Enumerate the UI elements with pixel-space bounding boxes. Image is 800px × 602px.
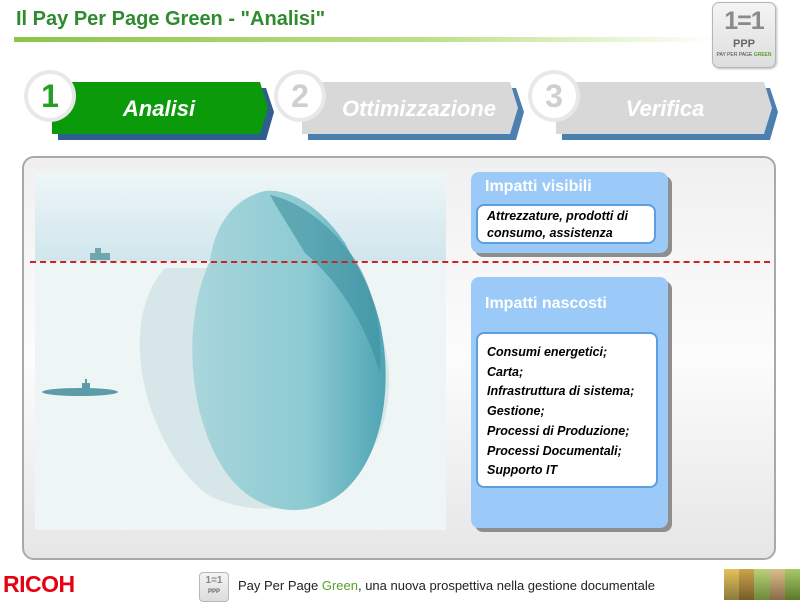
- step-label: Verifica: [625, 96, 705, 121]
- logo-one-equals-one: 1=1: [724, 7, 764, 35]
- ppp-green-logo: 1=1 PPP PAY PER PAGE GREEN: [712, 2, 776, 68]
- hidden-impact-item: Supporto IT: [487, 463, 558, 478]
- tagline-part-b: , una nuova prospettiva nella gestione d…: [357, 578, 656, 593]
- page-title: Il Pay Per Page Green - "Analisi": [16, 8, 326, 30]
- hidden-impact-item: Processi Documentali;: [487, 443, 622, 458]
- iceberg-shading: [270, 195, 381, 373]
- title-underline: [14, 37, 714, 42]
- hidden-impact-item: Consumi energetici;: [487, 345, 608, 359]
- logo-subtitle: PAY PER PAGE GREEN: [713, 52, 775, 58]
- hidden-impact-item: Infrastruttura di sistema;: [487, 384, 635, 399]
- visible-impacts-list: Attrezzature, prodotti di consumo, assis…: [476, 204, 656, 244]
- step-arrow-shape: [52, 82, 274, 140]
- hidden-impact-item: Carta;: [487, 364, 524, 379]
- step-label: Ottimizzazione: [341, 96, 496, 121]
- step-verifica[interactable]: 3 Verifica: [532, 74, 778, 140]
- logo-subtitle-a: PAY PER PAGE: [716, 52, 753, 58]
- waterline-divider: [30, 261, 770, 263]
- mini-logo-mark: 1=1: [205, 575, 223, 586]
- logo-subtitle-green: GREEN: [753, 52, 772, 58]
- step-arrow-shape: [556, 82, 778, 140]
- step-number: 3: [532, 74, 576, 118]
- visible-impact-line: Attrezzature, prodotti di: [487, 209, 628, 223]
- hidden-impact-item: Gestione;: [487, 404, 545, 419]
- logo-ppp-text: PPP: [732, 38, 755, 50]
- iceberg-illustration: [35, 173, 446, 530]
- step-ottimizzazione[interactable]: 2 Ottimizzazione: [278, 74, 524, 140]
- visible-impacts-title: Impatti visibili: [485, 178, 592, 195]
- hidden-impacts-list: Consumi energetici; Carta; Infrastruttur…: [476, 332, 658, 488]
- ricoh-logo: RICOH: [3, 571, 75, 597]
- hidden-impacts-box: Impatti nascosti Consumi energetici; Car…: [471, 277, 668, 528]
- step-number: 1: [28, 74, 72, 118]
- footer-photo-strip: [724, 569, 800, 600]
- ship-icon: [90, 248, 110, 260]
- step-arrow-shape: [302, 82, 524, 140]
- tagline-green: Green: [321, 578, 358, 593]
- step-analisi[interactable]: 1 Analisi: [28, 74, 274, 140]
- visible-impacts-box: Impatti visibili Attrezzature, prodotti …: [471, 172, 668, 253]
- step-label: Analisi: [122, 96, 196, 121]
- step-number: 2: [278, 74, 322, 118]
- footer-tagline: Pay Per Page Green, una nuova prospettiv…: [238, 578, 655, 593]
- hidden-impact-item: Processi di Produzione;: [487, 423, 630, 438]
- submarine-icon: [42, 379, 118, 396]
- ppp-mini-logo: 1=1 PPP: [199, 572, 229, 602]
- mini-logo-sub: PPP: [207, 589, 220, 595]
- hidden-impacts-title: Impatti nascosti: [485, 295, 607, 312]
- tagline-part-a: Pay Per Page: [238, 578, 322, 593]
- visible-impact-line: consumo, assistenza: [487, 226, 613, 240]
